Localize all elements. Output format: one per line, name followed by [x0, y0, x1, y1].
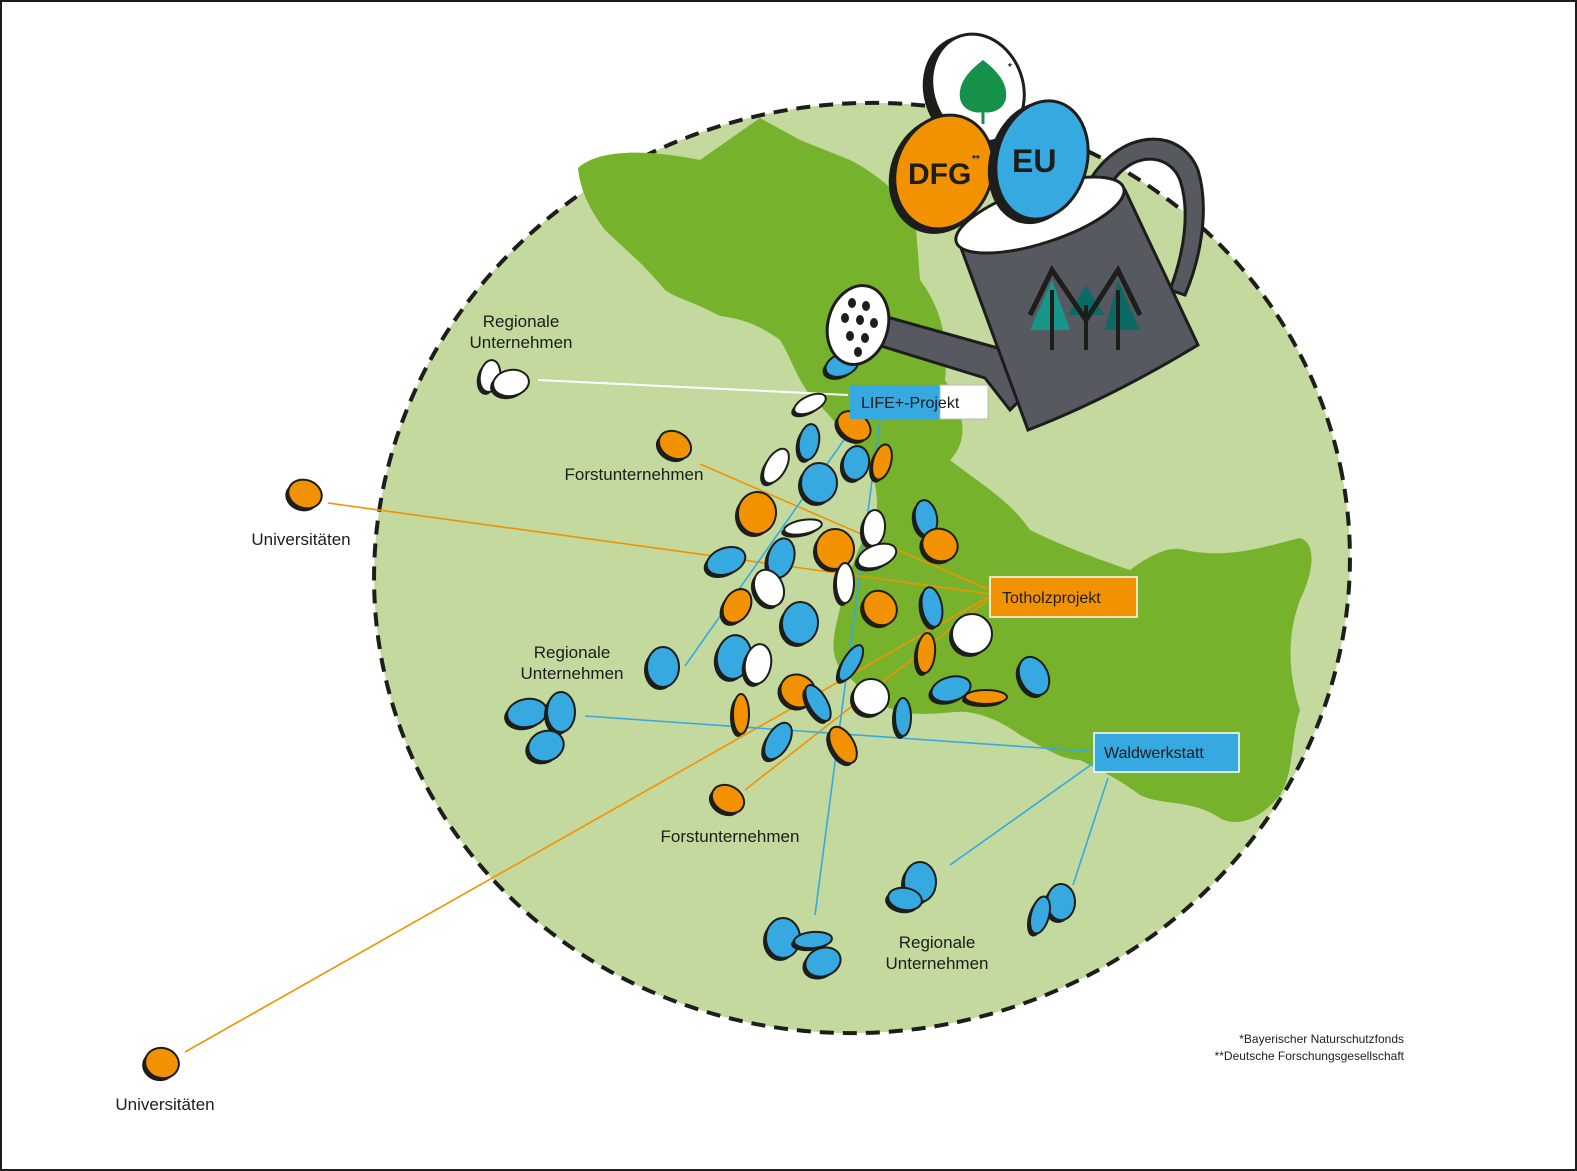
coin [802, 684, 832, 724]
coin [850, 678, 890, 718]
line-waldwerkstatt-b [1072, 777, 1109, 886]
coin [1015, 655, 1051, 699]
label-regionale-3a: Regionale [899, 933, 976, 952]
label-uni-1: Universitäten [251, 530, 350, 549]
line-waldwerkstatt-a [949, 761, 1096, 866]
bnf-asterisk: * [1008, 62, 1012, 73]
coin [860, 589, 898, 629]
funder-coin-eu: EU [987, 99, 1090, 225]
coin [791, 930, 833, 952]
can-handle [1088, 137, 1205, 297]
coin [854, 542, 898, 572]
coin [760, 447, 790, 487]
coin [918, 586, 944, 630]
coin [928, 675, 972, 705]
totholz-project-label: Totholzprojekt [1002, 590, 1101, 607]
coin [826, 725, 858, 767]
coin [544, 691, 576, 735]
line-uni1-totholz [327, 502, 991, 595]
coin [949, 613, 993, 657]
tree-logo-icon [1027, 264, 1143, 350]
coin [911, 499, 939, 539]
footnote-1: *Bayerischer Naturschutzfonds [1239, 1032, 1404, 1046]
coin [285, 478, 323, 512]
life-project-label: LIFE+-Projekt [861, 395, 960, 412]
coin [142, 1046, 180, 1082]
coin [798, 462, 838, 506]
waldwerkstatt-box: Waldwerkstatt [1093, 732, 1240, 773]
rose-holes [841, 298, 878, 357]
coin [525, 729, 565, 765]
coin [703, 545, 747, 579]
coin [778, 601, 820, 647]
totholz-project-box: Totholzprojekt [989, 576, 1138, 618]
coin [913, 632, 937, 676]
eu-label: EU [1012, 143, 1056, 179]
coin [761, 721, 793, 763]
coin [750, 568, 786, 610]
coin [795, 423, 821, 463]
label-uni-2: Universitäten [115, 1095, 214, 1114]
funder-coin-dfg: DFG ** [888, 113, 995, 234]
coin [490, 368, 530, 400]
label-regionale-1b: Unternehmen [469, 333, 572, 352]
coin [892, 697, 912, 739]
coin [835, 644, 865, 684]
coin [1027, 895, 1051, 937]
label-regionale-3b: Unternehmen [885, 954, 988, 973]
line-forst1-totholz [699, 463, 991, 591]
coin [781, 518, 823, 538]
coin [839, 445, 871, 483]
line-regional-life [537, 379, 849, 396]
waldwerkstatt-label: Waldwerkstatt [1104, 745, 1204, 762]
coin [802, 946, 842, 980]
label-forst-1: Forstunternehmen [565, 465, 704, 484]
coin [833, 562, 855, 606]
label-forst-2: Forstunternehmen [661, 827, 800, 846]
coin [741, 643, 773, 687]
group-labels: Regionale Unternehmen Forstunternehmen U… [115, 312, 988, 1114]
coin [504, 697, 548, 731]
label-regionale-2a: Regionale [534, 643, 611, 662]
can-rose [825, 284, 891, 366]
coin [1044, 883, 1076, 923]
life-project-box: LIFE+-Projekt [850, 384, 989, 420]
coin [719, 588, 753, 626]
coin [734, 491, 778, 537]
coin [919, 527, 959, 565]
coin [708, 783, 746, 817]
coins-layer [142, 352, 1076, 1082]
coin [791, 392, 827, 418]
coin [763, 917, 801, 961]
coin [869, 443, 893, 483]
label-regionale-1a: Regionale [483, 312, 560, 331]
coin [730, 693, 750, 737]
line-cluster-life-1 [684, 419, 859, 667]
coin [655, 429, 693, 463]
coin [885, 886, 923, 914]
coin [813, 528, 855, 572]
forest-area [578, 118, 1312, 823]
dfg-label: DFG [908, 158, 971, 191]
label-regionale-2b: Unternehmen [520, 664, 623, 683]
footnotes: *Bayerischer Naturschutzfonds **Deutsche… [1215, 1032, 1405, 1063]
dfg-asterisks: ** [972, 154, 980, 165]
footnote-2: **Deutsche Forschungsgesellschaft [1215, 1049, 1405, 1063]
leaf-icon [959, 60, 1007, 113]
coin [644, 646, 680, 690]
coin [962, 689, 1008, 707]
